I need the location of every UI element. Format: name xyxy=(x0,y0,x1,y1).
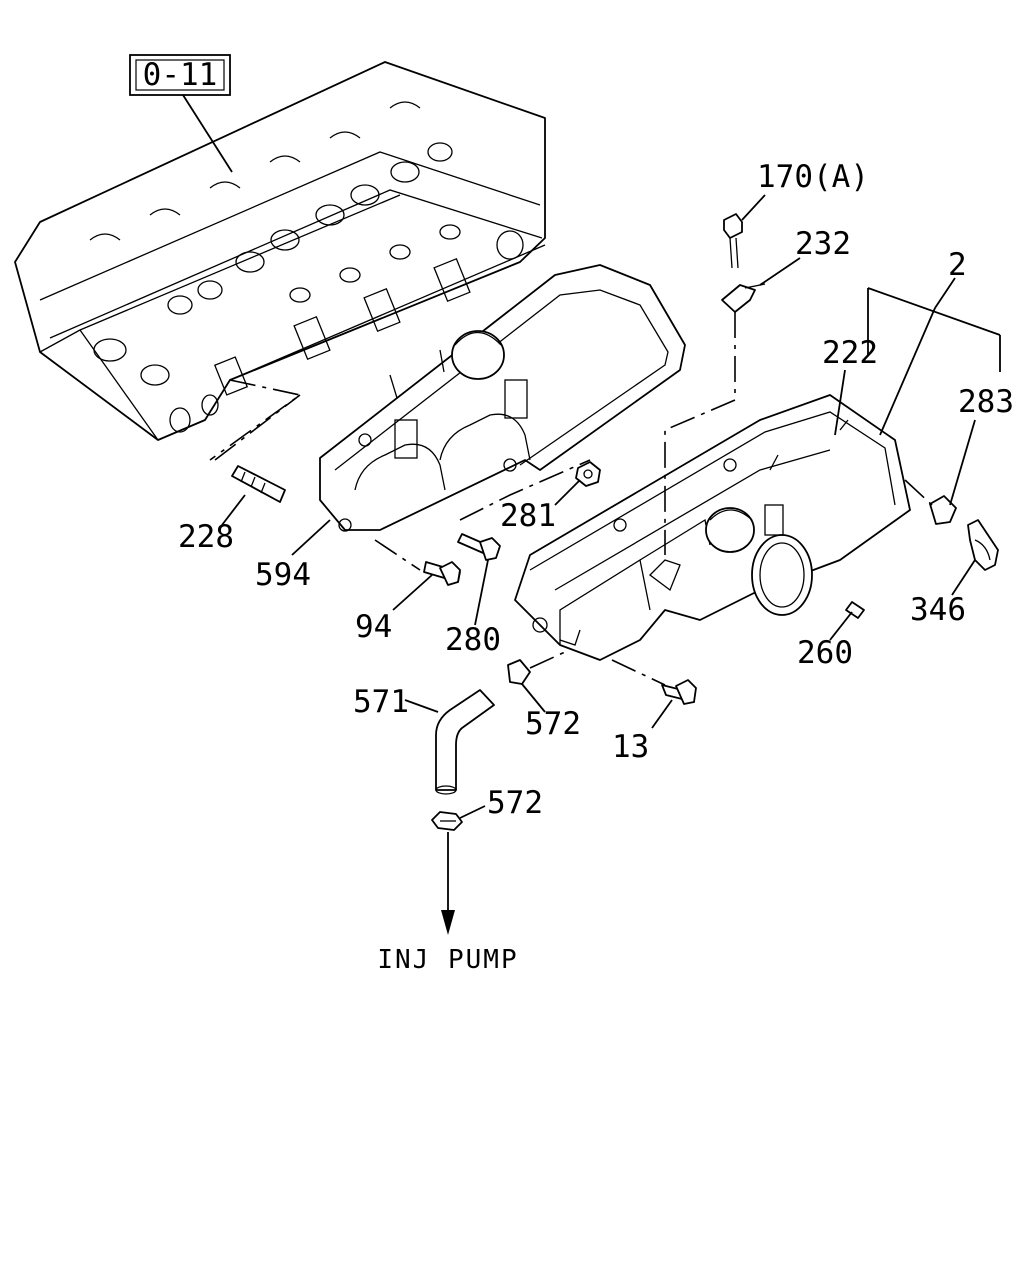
destination-label: INJ PUMP xyxy=(377,945,518,975)
callout-280: 280 xyxy=(445,622,501,658)
manifold-gasket-drawing xyxy=(214,264,686,571)
bolt-170a-drawing xyxy=(664,213,766,555)
bolt-283-drawing xyxy=(904,479,957,525)
pin-260-drawing xyxy=(845,601,865,619)
stud-228-drawing xyxy=(231,465,286,503)
clip-572-lower-drawing xyxy=(431,811,463,831)
callout-232: 232 xyxy=(795,226,851,262)
callout-281: 281 xyxy=(500,498,556,534)
intake-manifold-drawing xyxy=(514,394,911,661)
callout-94: 94 xyxy=(355,609,392,645)
callout-labels: 170(A) 232 2 222 283 228 281 594 346 94 … xyxy=(178,159,1014,975)
callout-2: 2 xyxy=(948,247,967,283)
callout-13: 13 xyxy=(612,729,649,765)
cylinder-head-drawing xyxy=(14,61,546,461)
callout-222: 222 xyxy=(822,335,878,371)
clip-572-upper-drawing xyxy=(507,651,566,685)
callout-283: 283 xyxy=(958,384,1014,420)
bolt-13-drawing xyxy=(611,659,697,705)
callout-170a: 170(A) xyxy=(757,159,869,195)
nut-281-drawing xyxy=(575,461,601,487)
reference-box-label: 0-11 xyxy=(143,57,218,93)
hose-571-drawing xyxy=(435,689,495,795)
direction-arrow xyxy=(441,832,455,935)
callout-260: 260 xyxy=(797,635,853,671)
callout-594: 594 xyxy=(255,557,311,593)
callout-346: 346 xyxy=(910,592,966,628)
clamp-346-drawing xyxy=(967,519,999,571)
bolt-94-drawing xyxy=(423,561,461,586)
leader-lines xyxy=(221,194,1001,819)
reference-box: 0-11 xyxy=(129,54,233,173)
callout-228: 228 xyxy=(178,519,234,555)
callout-572-upper: 572 xyxy=(525,706,581,742)
bolt-280-drawing xyxy=(457,533,501,561)
callout-572-lower: 572 xyxy=(487,785,543,821)
callout-571: 571 xyxy=(353,684,409,720)
